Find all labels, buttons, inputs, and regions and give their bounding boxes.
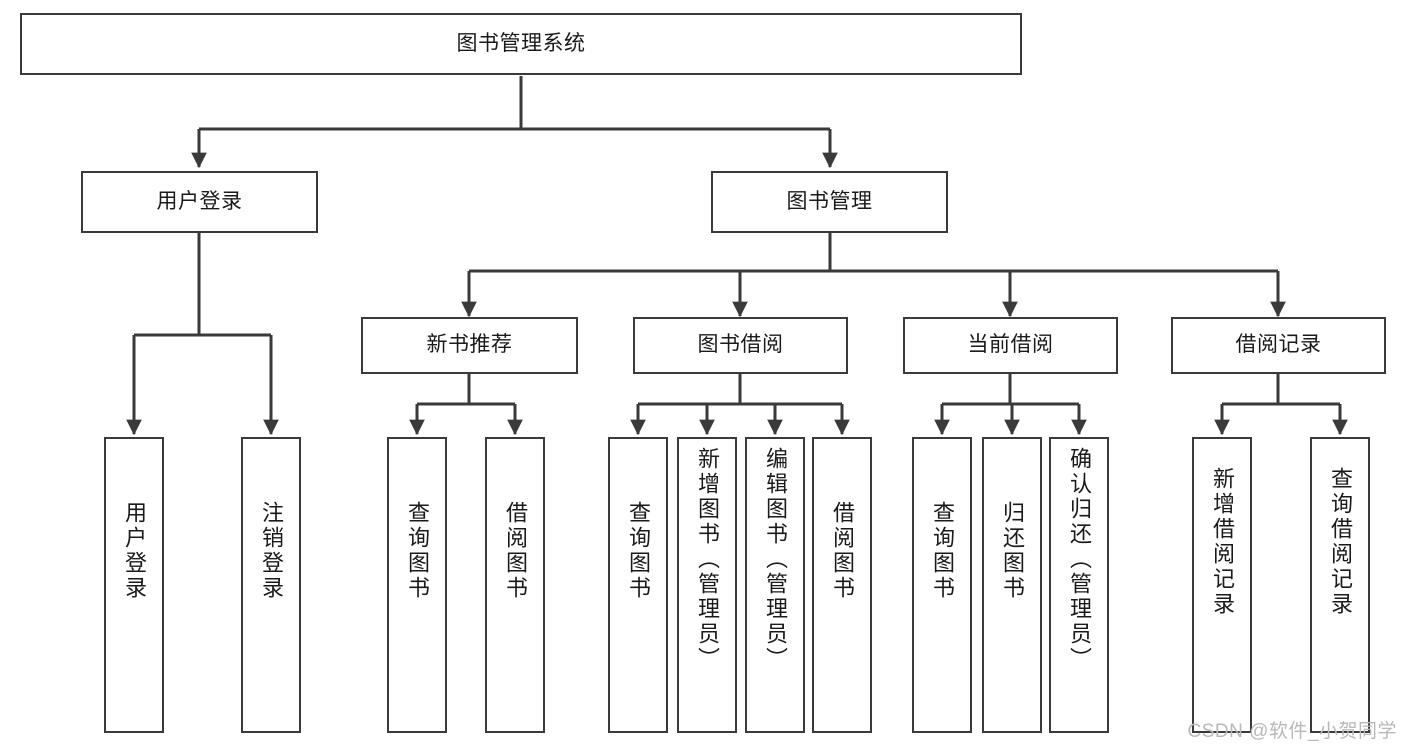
node-leaf-query-book-3[interactable]: 查询图书 [912, 437, 972, 733]
node-borrow-record[interactable]: 借阅记录 [1171, 317, 1386, 374]
node-leaf-confirm-return-label: 确认归还（管理员） [1067, 447, 1092, 672]
node-user-login[interactable]: 用户登录 [81, 171, 318, 233]
node-leaf-user-login[interactable]: 用户登录 [104, 437, 164, 733]
node-leaf-return-book[interactable]: 归还图书 [982, 437, 1042, 733]
node-leaf-edit-book[interactable]: 编辑图书（管理员） [745, 437, 805, 733]
node-book-borrow-label: 图书借阅 [697, 333, 784, 357]
node-leaf-add-book-label: 新增图书（管理员） [695, 447, 720, 672]
node-root-label: 图书管理系统 [456, 31, 586, 55]
node-leaf-borrow-book-2-label: 借阅图书 [830, 501, 855, 601]
node-leaf-query-record[interactable]: 查询借阅记录 [1310, 437, 1370, 733]
node-borrow-record-label: 借阅记录 [1235, 333, 1322, 357]
node-leaf-add-record[interactable]: 新增借阅记录 [1192, 437, 1252, 733]
node-new-book-rec[interactable]: 新书推荐 [361, 317, 578, 374]
node-leaf-user-logout-label: 注销登录 [259, 501, 284, 601]
node-new-book-rec-label: 新书推荐 [426, 333, 513, 357]
watermark-text: CSDN @软件_小贺同学 [1187, 721, 1397, 742]
node-leaf-query-book-3-label: 查询图书 [930, 501, 955, 601]
node-leaf-borrow-book-2[interactable]: 借阅图书 [812, 437, 872, 733]
node-leaf-add-book[interactable]: 新增图书（管理员） [677, 437, 737, 733]
node-leaf-user-login-label: 用户登录 [122, 501, 147, 601]
node-leaf-borrow-book-1-label: 借阅图书 [503, 501, 528, 601]
node-book-manage-label: 图书管理 [786, 189, 873, 213]
node-current-borrow-label: 当前借阅 [967, 333, 1054, 357]
node-user-login-label: 用户登录 [156, 189, 243, 213]
node-root[interactable]: 图书管理系统 [20, 13, 1022, 75]
node-current-borrow[interactable]: 当前借阅 [903, 317, 1118, 374]
node-book-borrow[interactable]: 图书借阅 [633, 317, 848, 374]
node-leaf-query-book-2-label: 查询图书 [626, 501, 651, 601]
node-leaf-confirm-return[interactable]: 确认归还（管理员） [1049, 437, 1109, 733]
node-leaf-borrow-book-1[interactable]: 借阅图书 [485, 437, 545, 733]
node-leaf-edit-book-label: 编辑图书（管理员） [763, 447, 788, 672]
node-leaf-query-book-2[interactable]: 查询图书 [608, 437, 668, 733]
node-book-manage[interactable]: 图书管理 [711, 171, 948, 233]
node-leaf-query-record-label: 查询借阅记录 [1328, 467, 1353, 617]
node-leaf-return-book-label: 归还图书 [1000, 501, 1025, 601]
node-leaf-query-book-1[interactable]: 查询图书 [387, 437, 447, 733]
node-leaf-user-logout[interactable]: 注销登录 [241, 437, 301, 733]
node-leaf-query-book-1-label: 查询图书 [405, 501, 430, 601]
node-leaf-add-record-label: 新增借阅记录 [1210, 467, 1235, 617]
